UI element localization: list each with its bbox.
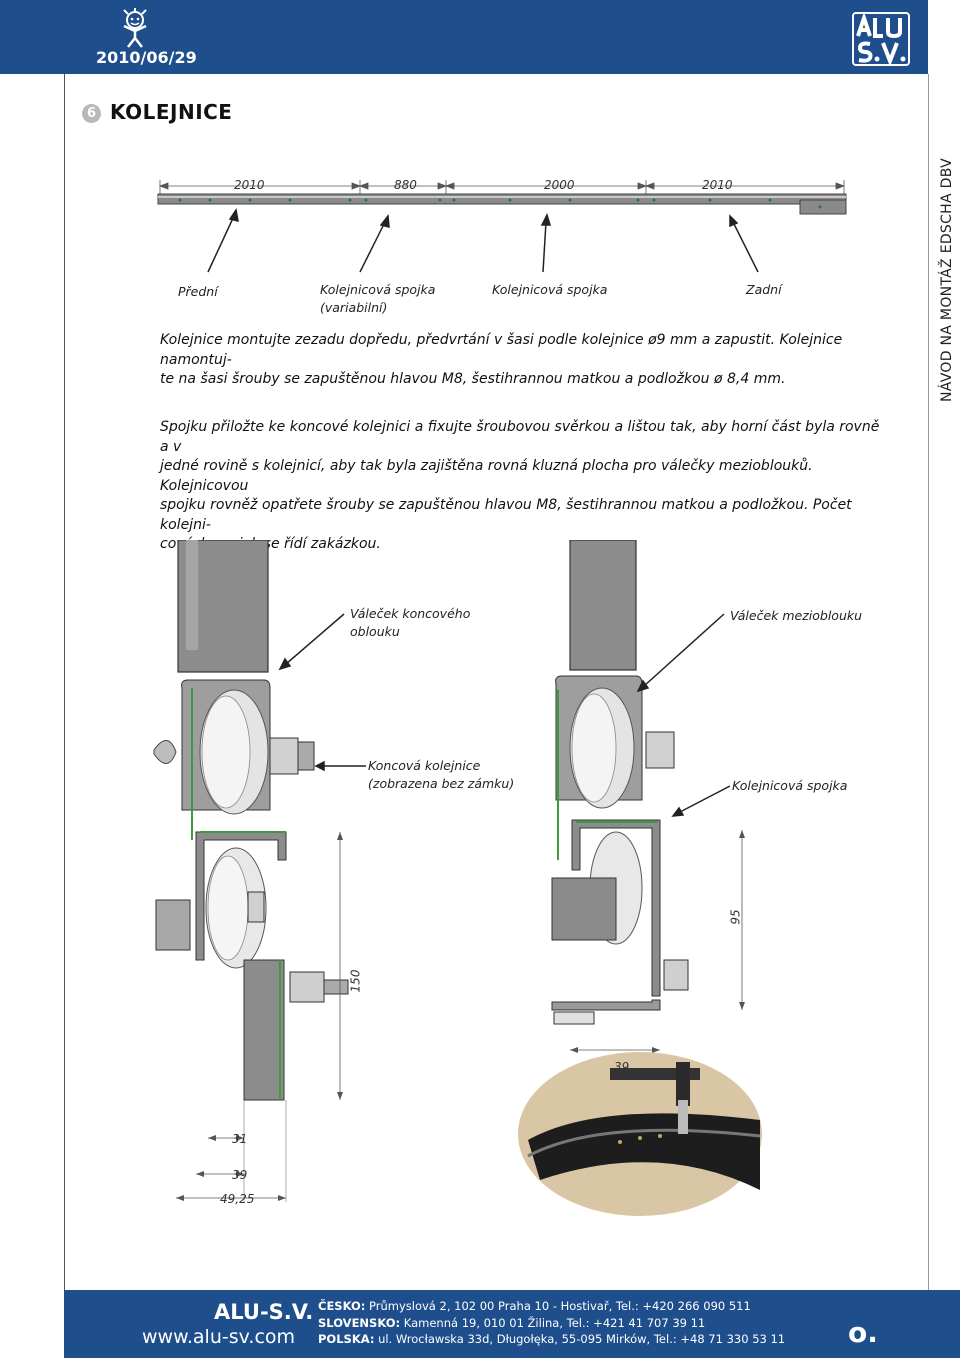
brand-logo [852, 11, 910, 67]
rail-dim-2: 880 [394, 178, 417, 192]
label-mid-roller: Váleček mezioblouku [730, 608, 863, 623]
footer-address-cz: ČESKO: Průmyslová 2, 102 00 Praha 10 - H… [318, 1299, 751, 1313]
rail-dim-4: 2010 [702, 178, 733, 192]
dim-39-left: 39 [232, 1168, 248, 1182]
side-title: NÁVOD NA MONTÁŽ EDSCHA DBV [939, 157, 955, 402]
label-end-rail: Koncová kolejnice (zobrazena bez zámku) [368, 758, 515, 791]
instructions-paragraph-2: Spojku přiložte ke koncové kolejnici a f… [160, 419, 880, 552]
label-detail-coupler: Kolejnicová spojka [732, 778, 848, 793]
label-rear: Zadní [746, 282, 782, 297]
left-margin-line [64, 74, 65, 1290]
dim-95: 95 [728, 909, 743, 925]
footer-address-sk: SLOVENSKO: Kamenná 19, 010 01 Žilina, Te… [318, 1316, 706, 1330]
footer-mark: o. [848, 1316, 878, 1349]
dim-150: 150 [348, 969, 363, 993]
label-front: Přední [178, 284, 218, 299]
page-header [0, 0, 928, 74]
instructions-paragraph-1: Kolejnice montujte zezadu dopředu, předv… [160, 332, 843, 387]
rail-dim-3: 2000 [544, 178, 575, 192]
label-coupler-variable: Kolejnicová spojka (variabilní) [320, 282, 436, 315]
mascot-icon [123, 8, 147, 48]
page-footer [64, 1290, 960, 1358]
footer-website-link[interactable]: www.alu-sv.com [142, 1326, 296, 1348]
photo-inset [518, 1052, 762, 1216]
rail-detail-drawing [153, 540, 762, 1216]
dim-39-right: 39 [614, 1060, 630, 1074]
footer-address-pl: POLSKA: ul. Wrocławska 33d, Długołęka, 5… [318, 1332, 786, 1346]
rail-dim-1: 2010 [234, 178, 265, 192]
label-coupler: Kolejnicová spojka [492, 282, 608, 297]
dim-49-25: 49,25 [220, 1192, 255, 1206]
rail-overview-diagram [157, 180, 847, 273]
section-number-badge: 6 [82, 104, 101, 123]
section-title: KOLEJNICE [110, 100, 233, 124]
right-margin-line [928, 74, 929, 1290]
dim-31: 31 [232, 1132, 248, 1146]
label-end-roller: Váleček koncového oblouku [350, 606, 471, 639]
footer-brand: ALU-S.V. [214, 1300, 314, 1324]
document-date: 2010/06/29 [96, 48, 197, 67]
